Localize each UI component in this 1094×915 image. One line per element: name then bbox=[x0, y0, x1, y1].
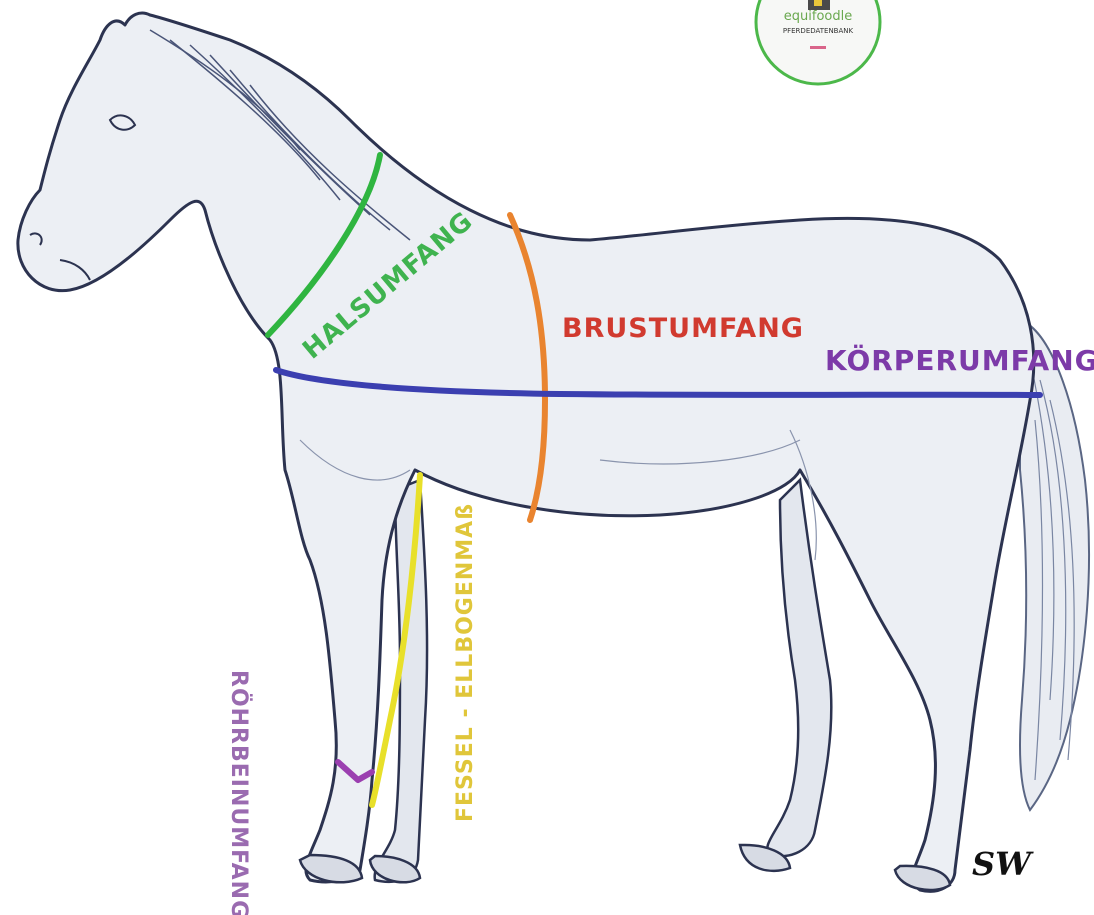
artist-signature: SW bbox=[972, 845, 1034, 883]
horse-body bbox=[18, 13, 1034, 891]
chest-label: BRUSTUMFANG bbox=[562, 313, 804, 344]
logo-name: equifoodle bbox=[784, 9, 852, 24]
logo-subtitle: PFERDEDATENBANK bbox=[783, 27, 854, 35]
horse-far-hind-leg bbox=[767, 480, 831, 856]
leg-label: FESSEL - ELLBOGENMAß bbox=[453, 503, 478, 822]
body-label: KÖRPERUMFANG bbox=[825, 343, 1094, 377]
cannon-label: RÖHRBEINUMFANG bbox=[226, 670, 252, 915]
logo-badge: equifoodle PFERDEDATENBANK bbox=[756, 0, 880, 84]
